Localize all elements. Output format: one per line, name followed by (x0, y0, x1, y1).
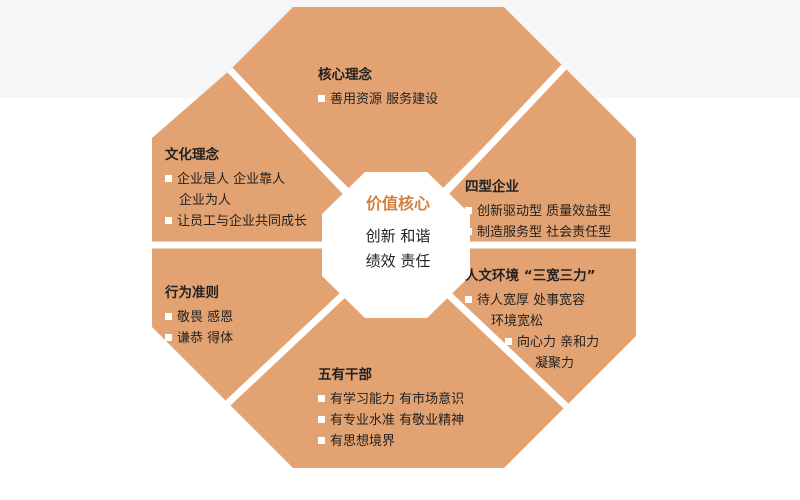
list-item-text: 有思想境界 (330, 434, 396, 449)
panel-humanistic-environment: 人文环境 “三宽三力” 待人宽厚 处事宽容 环境宽松 向心力 亲和力 凝聚力 (465, 266, 599, 374)
list-item: 制造服务型 社会责任型 (465, 222, 611, 243)
center-line: 绩效 责任 (365, 252, 431, 270)
segment-five-have-cadre (228, 245, 566, 468)
segment-core-concept (230, 7, 564, 235)
panel-four-type-enterprise: 四型企业 创新驱动型 质量效益型 制造服务型 社会责任型 (465, 177, 611, 243)
panel-five-have-cadre: 五有干部 有学习能力 有市场意识 有专业水准 有敬业精神 有思想境界 (318, 365, 464, 452)
list-item-continuation: 企业为人 (165, 190, 307, 211)
list-item-text: 企业为人 (179, 193, 232, 208)
square-bullet-icon (165, 217, 172, 224)
square-bullet-icon (165, 334, 172, 341)
list-item-continuation: 环境宽松 (465, 311, 599, 332)
list-item: 创新驱动型 质量效益型 (465, 201, 611, 222)
list-item: 待人宽厚 处事宽容 (465, 290, 599, 311)
square-bullet-icon (318, 95, 325, 102)
list-item-text: 环境宽松 (491, 314, 544, 329)
list-item-text: 企业是人 企业靠人 (177, 172, 286, 187)
panel-title: 文化理念 (165, 147, 219, 163)
list-item: 企业是人 企业靠人 (165, 169, 307, 190)
list-item: 让员工与企业共同成长 (165, 211, 307, 232)
square-bullet-icon (505, 338, 512, 345)
list-item: 有专业水准 有敬业精神 (318, 410, 464, 431)
list-item-text: 敬畏 感恩 (177, 310, 234, 325)
list-item-text: 制造服务型 社会责任型 (477, 225, 612, 240)
list-item-text: 凝聚力 (535, 356, 575, 371)
list-item: 有学习能力 有市场意识 (318, 389, 464, 410)
list-item: 向心力 亲和力 (465, 332, 599, 353)
center-line: 创新 和谐 (365, 227, 431, 245)
panel-title: 五有干部 (318, 367, 372, 383)
list-item-text: 待人宽厚 处事宽容 (477, 293, 586, 308)
square-bullet-icon (318, 395, 325, 402)
square-bullet-icon (465, 296, 472, 303)
square-bullet-icon (318, 416, 325, 423)
list-item: 善用资源 服务建设 (318, 89, 438, 110)
square-bullet-icon (465, 207, 472, 214)
square-bullet-icon (465, 228, 472, 235)
center-octagon (322, 172, 470, 318)
square-bullet-icon (165, 175, 172, 182)
panel-culture-concept: 文化理念 企业是人 企业靠人 企业为人 让员工与企业共同成长 (165, 145, 307, 232)
panel-title: 核心理念 (318, 67, 372, 83)
list-item-text: 善用资源 服务建设 (330, 92, 439, 107)
panel-title: 人文环境 “三宽三力” (465, 268, 596, 284)
panel-title: 四型企业 (465, 179, 519, 195)
list-item-text: 创新驱动型 质量效益型 (477, 204, 612, 219)
list-item: 敬畏 感恩 (165, 307, 233, 328)
center-value-core: 价值核心 创新 和谐 绩效 责任 (340, 192, 456, 274)
panel-title: 行为准则 (165, 285, 219, 301)
list-item-text: 有学习能力 有市场意识 (330, 392, 465, 407)
square-bullet-icon (165, 313, 172, 320)
panel-core-concept: 核心理念 善用资源 服务建设 (318, 65, 438, 110)
segment-culture-concept (152, 70, 396, 245)
panel-code-of-conduct: 行为准则 敬畏 感恩 谦恭 得体 (165, 283, 233, 349)
square-bullet-icon (318, 437, 325, 444)
list-item-text: 让员工与企业共同成长 (177, 214, 308, 229)
list-item: 有思想境界 (318, 431, 464, 452)
list-item: 谦恭 得体 (165, 328, 233, 349)
list-item-text: 谦恭 得体 (177, 331, 234, 346)
list-item-text: 向心力 亲和力 (517, 335, 600, 350)
list-item-text: 有专业水准 有敬业精神 (330, 413, 465, 428)
center-title: 价值核心 (365, 194, 430, 213)
list-item-continuation: 凝聚力 (465, 353, 599, 374)
